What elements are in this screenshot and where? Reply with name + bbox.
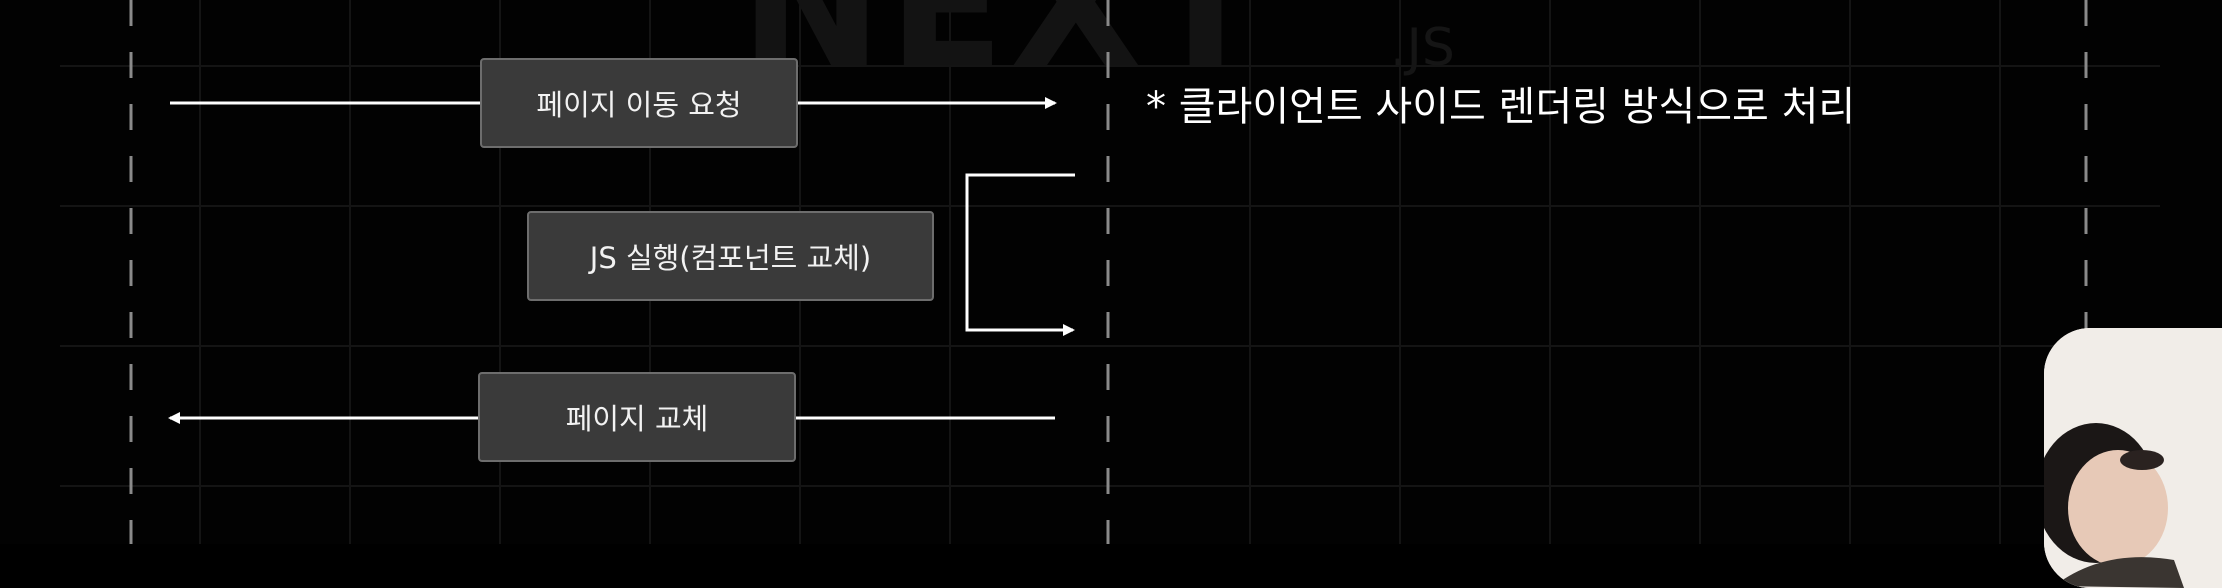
presenter-avatar: [2044, 328, 2222, 588]
js-execute-box: JS 실행(컴포넌트 교체): [527, 211, 934, 301]
page-move-request-box: 페이지 이동 요청: [480, 58, 798, 148]
nextjs-watermark-suffix: .JS: [1390, 18, 1455, 78]
diagram-canvas: NEXT .JS 페이지 이동 요청 JS 실행(컴포넌트 교체) 페이지 교체…: [60, 0, 2222, 588]
nextjs-watermark: NEXT: [740, 0, 1270, 106]
sequence-arrows: [129, 0, 2088, 544]
self-call-arrow: [965, 173, 1075, 336]
page-replace-box: 페이지 교체: [478, 372, 796, 462]
csr-note: * 클라이언트 사이드 렌더링 방식으로 처리: [1146, 84, 1856, 130]
presenter-webcam-icon: [2044, 328, 2222, 588]
background-grid: [60, 0, 2160, 544]
